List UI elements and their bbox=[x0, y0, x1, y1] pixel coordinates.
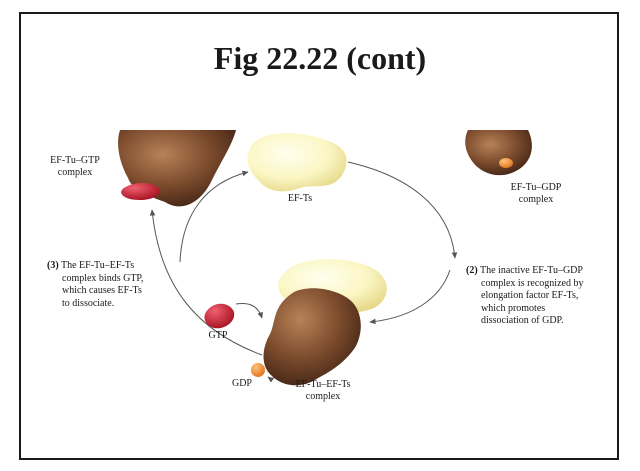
gtp-molecule bbox=[204, 304, 234, 329]
ef-tu-gtp-label: EF-Tu–GTP complex bbox=[40, 155, 110, 179]
step-3-description: (3) The EF-Tu–EF-Ts complex binds GTP, w… bbox=[47, 260, 157, 310]
arrow-gtp-in bbox=[236, 304, 262, 318]
ef-tu-gdp-complex bbox=[465, 130, 532, 175]
gdp-label: GDP bbox=[227, 378, 257, 390]
ef-tu-ef-ts-complex bbox=[264, 259, 387, 385]
gtp-label: GTP bbox=[203, 330, 233, 342]
step-2-description: (2) The inactive EF-Tu–GDP complex is re… bbox=[466, 265, 606, 328]
step-3-number: (3) bbox=[47, 260, 59, 271]
ef-ts-label: EF-Ts bbox=[280, 193, 320, 205]
ef-ts-molecule bbox=[247, 133, 346, 191]
ef-tu-gdp-label: EF-Tu–GDP complex bbox=[498, 182, 574, 206]
gdp-molecule bbox=[251, 363, 265, 377]
step-2-number: (2) bbox=[466, 265, 478, 276]
ef-tu-ef-ts-label: EF-Tu–EF-Ts complex bbox=[281, 379, 365, 403]
gdp-bound-icon bbox=[499, 158, 513, 168]
ef-tu-gtp-complex bbox=[118, 130, 236, 206]
arrow-ts-to-gdp-complex bbox=[348, 162, 455, 258]
